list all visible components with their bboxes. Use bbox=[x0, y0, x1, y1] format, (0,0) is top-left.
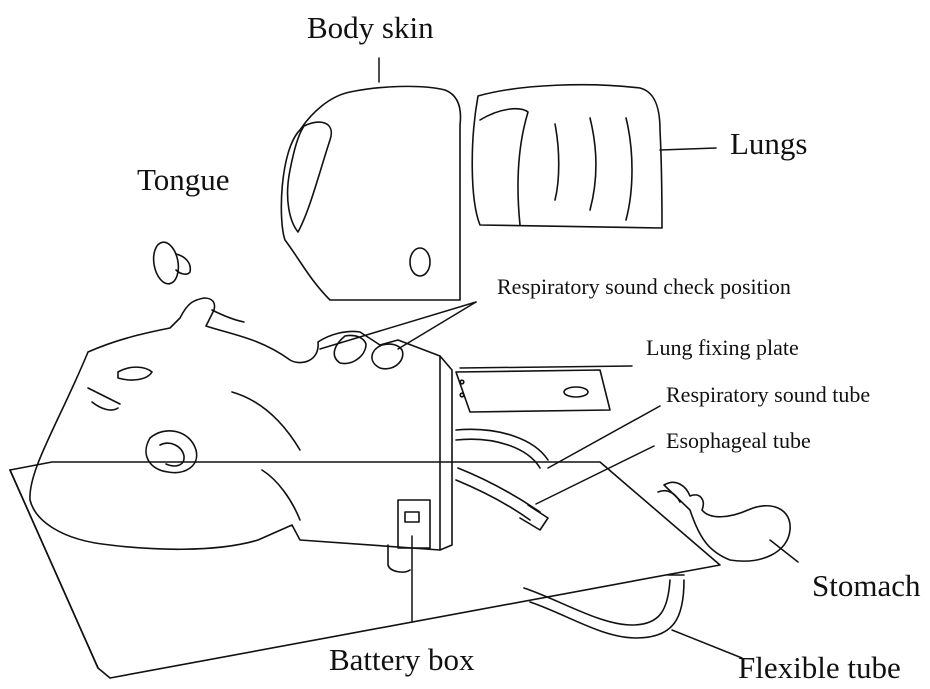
label-lungs: Lungs bbox=[730, 128, 808, 159]
leader-check-right bbox=[398, 302, 476, 349]
label-flexible-tube: Flexible tube bbox=[738, 652, 901, 683]
leader-lungs bbox=[660, 148, 716, 150]
label-stomach: Stomach bbox=[812, 570, 921, 601]
label-lung-fixing-plate: Lung fixing plate bbox=[646, 337, 799, 359]
label-respiratory-sound-tube: Respiratory sound tube bbox=[666, 384, 870, 406]
esophageal-tube bbox=[456, 468, 548, 530]
stomach-part bbox=[658, 482, 790, 561]
label-battery-box: Battery box bbox=[329, 644, 475, 675]
skin-port bbox=[410, 248, 430, 276]
leader-check-left bbox=[320, 302, 476, 349]
head bbox=[30, 298, 452, 550]
leader-stomach bbox=[770, 540, 798, 562]
label-body-skin: Body skin bbox=[307, 12, 434, 43]
label-tongue: Tongue bbox=[137, 164, 230, 195]
flexible-tube-part bbox=[524, 575, 684, 638]
tongue-part bbox=[151, 240, 191, 286]
leader-flexible-tube bbox=[672, 630, 742, 658]
leader-sound-tube bbox=[548, 406, 660, 468]
leader-lung-plate bbox=[460, 366, 632, 368]
lung-fixing-plate bbox=[456, 370, 610, 412]
battery-box bbox=[388, 500, 430, 572]
eye-shape bbox=[118, 367, 152, 380]
label-respiratory-sound-check-position: Respiratory sound check position bbox=[497, 276, 791, 298]
lungs-part bbox=[472, 85, 662, 228]
leader-esophageal bbox=[536, 446, 654, 504]
right-check-pad bbox=[372, 344, 403, 369]
body-skin-part bbox=[281, 86, 460, 300]
label-esophageal-tube: Esophageal tube bbox=[666, 430, 811, 452]
